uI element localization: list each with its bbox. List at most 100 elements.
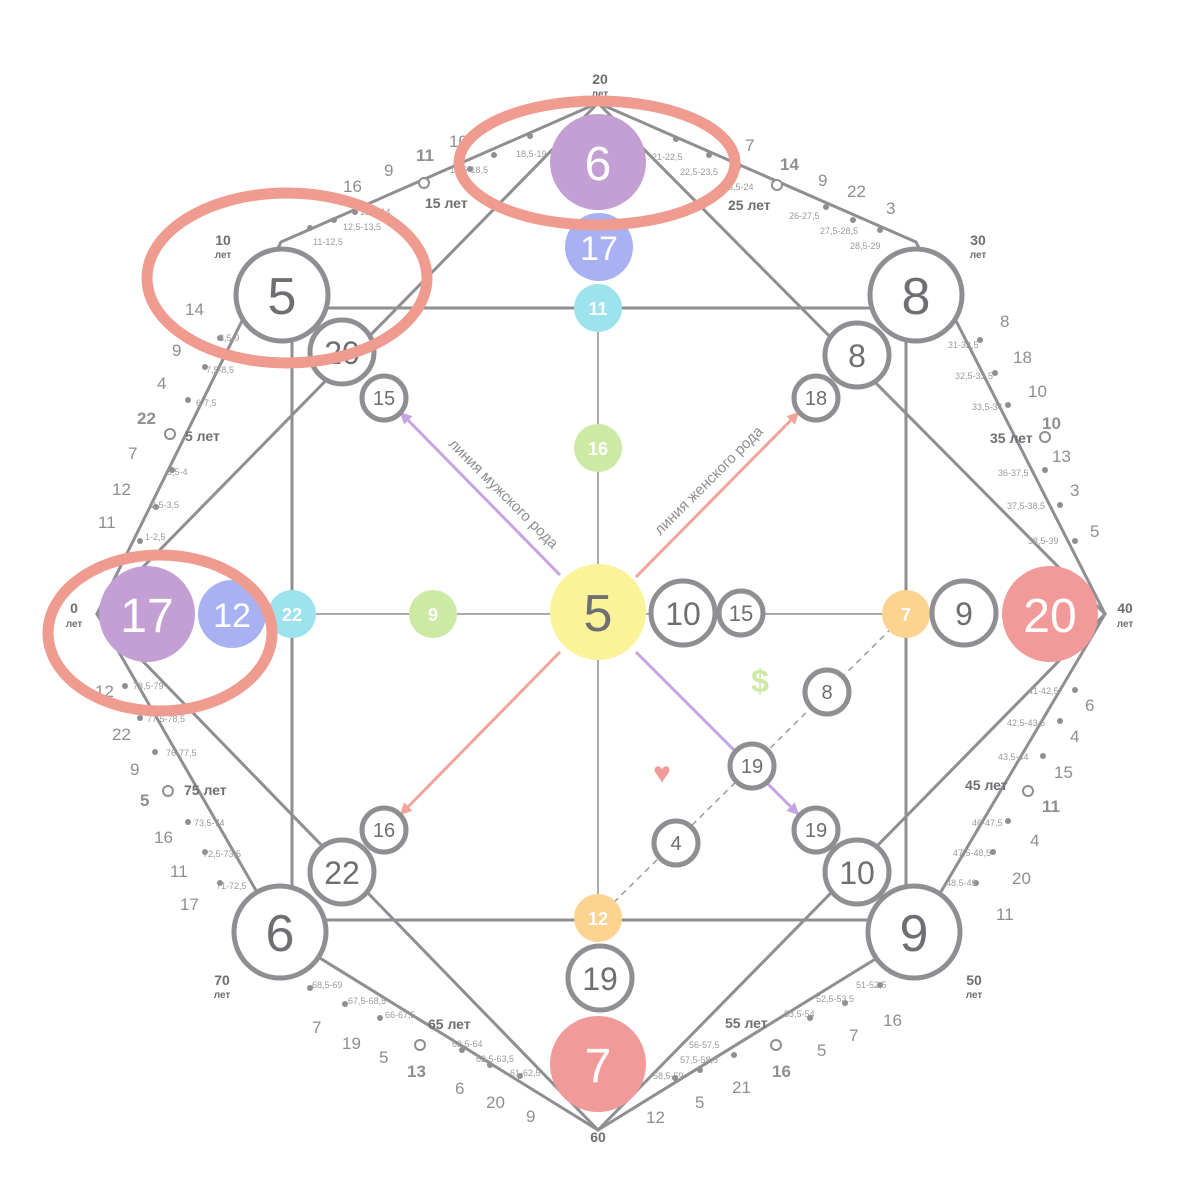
side-number: 17 — [180, 895, 199, 914]
range-label: 3,5-4 — [167, 467, 188, 477]
range-label: 56-57,5 — [689, 1040, 720, 1050]
edge-ticks — [122, 133, 1078, 1081]
highlight-top — [453, 95, 741, 231]
side-number: 16 — [772, 1062, 791, 1081]
svg-text:8: 8 — [902, 268, 931, 326]
age-45-let: 45 лет — [965, 777, 1008, 793]
side-number: 5 — [695, 1093, 704, 1112]
side-number: 7 — [128, 444, 137, 463]
side-number: 5 — [379, 1048, 388, 1067]
age-markers — [162, 177, 1051, 1051]
svg-text:15: 15 — [373, 388, 395, 410]
node-tertiary-top-right — [791, 373, 841, 423]
range-label: 48,5-49 — [946, 878, 977, 888]
range-label: 32,5-33,5 — [955, 371, 993, 381]
age-0: 0 — [70, 600, 78, 616]
side-number: 3 — [1070, 481, 1079, 500]
range-label: 77,5-78,5 — [147, 714, 185, 724]
node-outer-top — [550, 114, 646, 210]
side-number: 18 — [1013, 348, 1032, 367]
svg-text:17: 17 — [120, 590, 173, 643]
age-40: 40 — [1117, 600, 1133, 616]
svg-text:6: 6 — [585, 138, 612, 191]
side-number: 6 — [1085, 696, 1094, 715]
side-number: 11 — [98, 513, 116, 532]
range-label: 8,5-9 — [219, 333, 240, 343]
node-secondary-top-right — [822, 320, 892, 390]
range-label: 2,5-3,5 — [151, 500, 179, 510]
age-25-let: 25 лет — [728, 197, 771, 213]
male-line-label: линия мужского рода — [445, 435, 562, 552]
range-label: 36-37,5 — [998, 468, 1029, 478]
side-number: 7 — [312, 1018, 321, 1037]
range-label: 61-62,5 — [510, 1068, 541, 1078]
node-tertiary-top-left — [359, 373, 409, 423]
svg-text:7: 7 — [585, 1040, 612, 1093]
age-10: 10 — [215, 232, 231, 248]
range-label: 21-22,5 — [652, 152, 683, 162]
range-label: 6-7,5 — [196, 398, 217, 408]
svg-text:12: 12 — [213, 597, 251, 635]
age-20-let: лет — [592, 89, 609, 100]
node-outer-right — [1002, 566, 1098, 662]
range-label: 28,5-29 — [850, 241, 881, 251]
range-label: 33,5-34 — [972, 402, 1003, 412]
side-number: 5 — [1090, 522, 1099, 541]
node-tertiary-left — [268, 590, 316, 638]
range-label: 1-2,5 — [145, 532, 166, 542]
range-label: 43,5-44 — [998, 752, 1029, 762]
side-number: 9 — [130, 760, 139, 779]
side-number: 13 — [407, 1062, 426, 1081]
side-number: 16 — [883, 1011, 902, 1030]
range-label: 46-47,5 — [972, 818, 1003, 828]
svg-text:6: 6 — [266, 905, 295, 963]
side-number: 10 — [1042, 414, 1061, 433]
highlight-left — [42, 549, 278, 717]
node-secondary-right — [929, 578, 999, 648]
svg-text:10: 10 — [665, 596, 701, 632]
age-60: 60 — [590, 1129, 606, 1145]
node-inner-left — [409, 590, 457, 638]
node-outer-left — [99, 566, 195, 662]
age-30: 30 — [970, 232, 986, 248]
range-label: 67,5-68,5 — [348, 996, 386, 1006]
side-number: 4 — [1070, 727, 1079, 746]
range-label: 41-42,5 — [1028, 686, 1059, 696]
side-number: 12 — [112, 480, 131, 499]
age-75-let: 75 лет — [184, 782, 227, 798]
female-line-arrow-down — [399, 650, 562, 816]
svg-text:10: 10 — [839, 855, 875, 891]
side-number: 9 — [526, 1107, 535, 1126]
side-number: 20 — [1012, 869, 1031, 888]
range-label: 76-77,5 — [166, 748, 197, 758]
side-number: 5 — [817, 1041, 826, 1060]
svg-text:19: 19 — [805, 820, 827, 842]
age-30-let: лет — [970, 250, 987, 261]
range-label: 26-27,5 — [789, 211, 820, 221]
node-inner-diag-c — [651, 818, 701, 868]
age-40-let: лет — [1117, 619, 1134, 630]
range-label: 22,5-23,5 — [680, 167, 718, 177]
svg-text:8: 8 — [821, 682, 832, 704]
side-number: 21 — [732, 1078, 751, 1097]
side-number: 22 — [112, 725, 131, 744]
age-0-let: лет — [66, 619, 83, 630]
node-secondary-left — [198, 580, 266, 648]
range-label: 23,5-24 — [723, 182, 754, 192]
range-label: 47,5-48,5 — [953, 848, 991, 858]
range-label: 73,5-74 — [194, 818, 225, 828]
range-label: 71-72,5 — [216, 881, 247, 891]
age-70: 70 — [214, 972, 230, 988]
node-outer-top-left — [233, 246, 331, 344]
range-label: 37,5-38,5 — [1007, 501, 1045, 511]
node-tertiary-bottom-left — [359, 805, 409, 855]
diamond — [94, 100, 1108, 1133]
range-label: 27,5-28,5 — [820, 226, 858, 236]
node-outer-bottom-left — [231, 883, 329, 981]
heart-icon: ♥ — [653, 757, 671, 790]
node-center — [550, 564, 646, 660]
range-label: 51-52,5 — [856, 980, 887, 990]
range-label: 17,5-18,5 — [450, 165, 488, 175]
node-outer-bottom-right — [865, 883, 963, 981]
